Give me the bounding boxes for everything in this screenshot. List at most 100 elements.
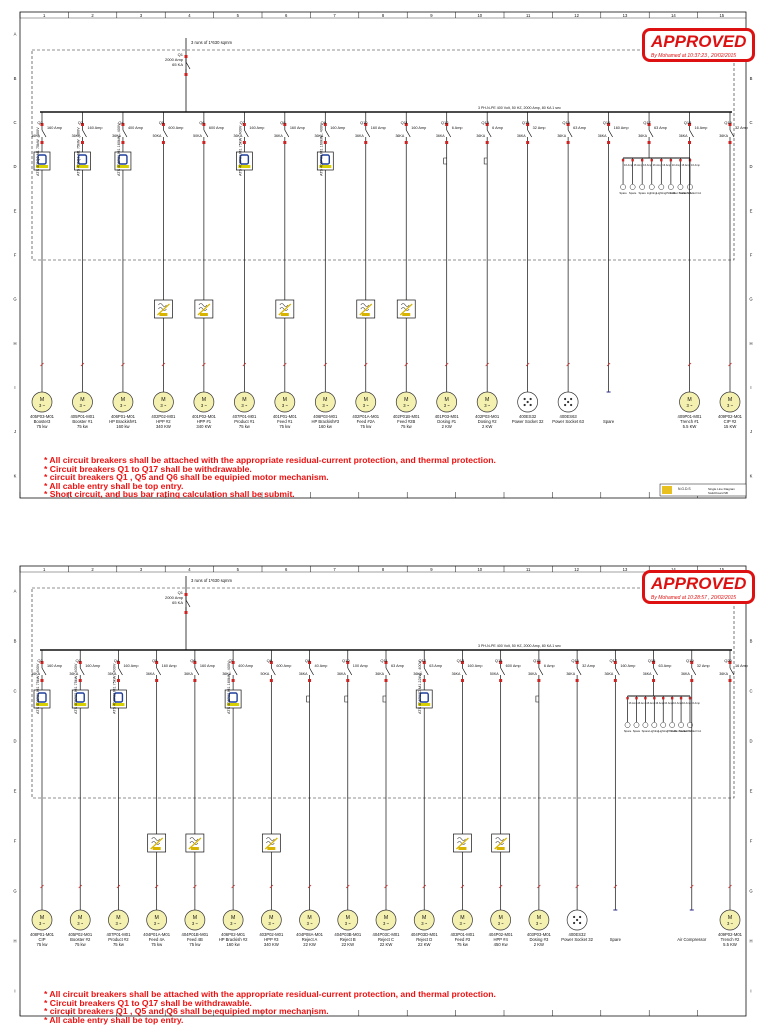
- motor-text: M: [80, 397, 84, 403]
- socket-pin: [579, 915, 582, 919]
- breaker-marker: [202, 141, 206, 144]
- feeder-id: 407P01-M01: [106, 932, 131, 937]
- dist-load-icon: [648, 184, 655, 190]
- feeder-breaker-icon: [607, 123, 613, 144]
- feeder-name: Power Socket 32: [512, 419, 544, 424]
- ats-label: ATS 405Q1 M1 75kW , 400V: [76, 127, 80, 176]
- breaker-blade: [185, 599, 191, 608]
- breaker-ka: 36KA: [395, 134, 404, 138]
- breaker-tag: Q18: [684, 120, 692, 125]
- cable-mark: [728, 362, 732, 367]
- motor-icon: [719, 909, 741, 931]
- motor-text: 3 ~: [160, 403, 166, 408]
- feeder-id: 404P01B-M01: [181, 932, 208, 937]
- breaker-blade: [203, 129, 209, 138]
- socket-pin: [570, 403, 573, 407]
- cable-mark: [269, 884, 274, 889]
- breaker-marker: [242, 141, 246, 144]
- feeder-name: Reject C: [378, 937, 394, 942]
- feeder-kw: 22 KW: [380, 942, 393, 947]
- motor-text: M: [283, 397, 287, 403]
- dist-load-icon: [678, 722, 684, 728]
- dist-rating: 10 Amp: [672, 163, 681, 167]
- breaker-ka: 36KA: [299, 672, 308, 676]
- breaker-tag: Q18: [648, 658, 656, 663]
- dist-rating: 10 Amp: [673, 701, 682, 705]
- dist-rating: 16 Amp: [634, 163, 643, 167]
- vfd-icon: [360, 303, 370, 311]
- breaker-tag: Q7: [240, 120, 246, 125]
- ats-icon: [36, 703, 48, 706]
- motor-text: M: [40, 915, 44, 921]
- row-letter: I: [14, 989, 15, 994]
- approved-by: By Mohamed at 10:28:57 , 20/02/2015: [651, 595, 737, 601]
- note-line: * Circuit breakers Q1 to Q17 shall be wi…: [44, 463, 252, 474]
- breaker-marker: [184, 73, 188, 76]
- breaker-marker: [269, 679, 273, 682]
- dist-item: Socket Outlet N.A: [669, 191, 691, 195]
- vfd-icon: [267, 847, 276, 850]
- breaker-rating: 16 Amp: [735, 664, 748, 668]
- breaker-ka: 36KA: [643, 672, 652, 676]
- breaker-ka: 36KA: [638, 134, 647, 138]
- feeder-name: Product #2: [108, 937, 129, 942]
- cable-mark: [422, 884, 427, 889]
- vfd-icon: [361, 313, 370, 316]
- col-number: 6: [285, 567, 288, 572]
- dist-rating: 16 Amp: [691, 701, 700, 705]
- feeder-id: 401P03-M01: [435, 414, 460, 419]
- ats-label: ATS 406P01 M1 160kW , 400V: [117, 123, 121, 176]
- vfd-icon: [266, 837, 275, 845]
- feeder-id: 409P02-M01: [718, 932, 743, 937]
- breaker-marker: [690, 679, 694, 682]
- motor-text: 3 ~: [241, 403, 247, 408]
- breaker-rating: 32 Amp: [533, 126, 546, 130]
- approved-stamp: APPROVED By Mohamed at 10:28:57 , 20/02/…: [642, 570, 756, 604]
- breaker-tag: Q16: [571, 658, 579, 663]
- dist-rating: 16 Amp: [655, 701, 664, 705]
- dist-rating: 16 Amp: [646, 701, 655, 705]
- col-number: 12: [574, 567, 579, 572]
- feeder-breaker-icon: [346, 661, 353, 682]
- breaker-tag: Q6: [199, 120, 205, 125]
- breaker-ka: 36KA: [719, 134, 728, 138]
- feeder-name: Feed #2A: [357, 419, 375, 424]
- motor-icon: [193, 391, 215, 413]
- breaker-marker: [121, 141, 125, 144]
- ats-icon: [227, 703, 240, 706]
- dist-item: Spare: [629, 191, 637, 195]
- breaker-tag: Q5: [159, 120, 165, 125]
- breaker-rating: 160 Amp: [85, 664, 100, 668]
- feeder-name: HP Brackish #2: [219, 937, 248, 942]
- ats-icon: [37, 692, 47, 703]
- breaker-blade: [156, 667, 161, 676]
- ats-label: ATS 408P01 M1 75kW , 400V: [36, 663, 40, 714]
- breaker-blade: [163, 129, 168, 138]
- breaker-tag: Q3: [76, 658, 82, 663]
- row-letter: H: [749, 341, 752, 346]
- breaker-marker: [526, 123, 530, 126]
- breaker-marker: [537, 679, 541, 682]
- motor-icon: [476, 391, 498, 413]
- dist-item: Spare: [619, 191, 627, 195]
- breaker-tag: Q12: [441, 120, 449, 125]
- dist-item: PLC #1: [667, 729, 677, 733]
- col-number: 6: [285, 13, 288, 18]
- dist-item: Lighting: [656, 191, 666, 195]
- motor-icon: [108, 909, 129, 931]
- breaker-blade: [365, 129, 371, 138]
- feeder-breaker-icon: [308, 661, 314, 682]
- socket-pin: [573, 915, 576, 919]
- row-letter: I: [750, 989, 751, 994]
- breaker-rating: 32 Amp: [697, 664, 710, 668]
- feeder-kw: 340 KW: [196, 424, 211, 429]
- col-number: 5: [237, 567, 240, 572]
- breaker-marker: [404, 141, 408, 144]
- sld-sheet-2: 123456789101112131415AABBCCDDEEFFGGHHII3…: [8, 558, 758, 1024]
- breaker-ka: 36KA: [566, 672, 575, 676]
- row-letter: F: [750, 253, 753, 258]
- cable-mark: [323, 362, 328, 367]
- breaker-rating: 40 Amp: [315, 664, 328, 668]
- breaker-rating: 160 Amp: [249, 126, 264, 130]
- vfd-icon: [159, 313, 168, 316]
